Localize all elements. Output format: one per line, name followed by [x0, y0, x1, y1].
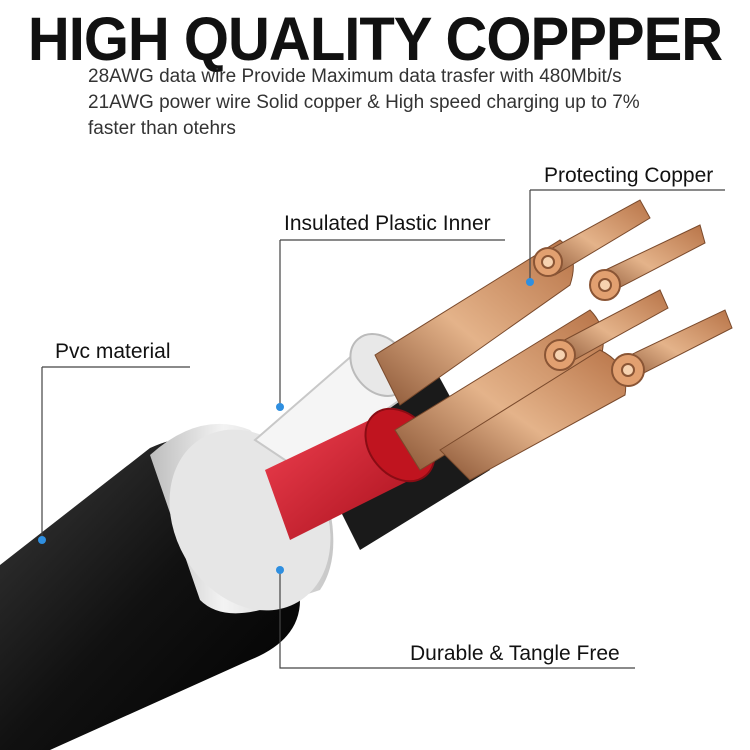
spec-description: 28AWG data wire Provide Maximum data tra…	[88, 64, 728, 142]
strand-ends	[533, 247, 645, 387]
label-insulated-inner: Insulated Plastic Inner	[284, 212, 491, 235]
spec-line-data-wire: 28AWG data wire Provide Maximum data tra…	[88, 66, 622, 87]
label-pvc-material: Pvc material	[55, 340, 171, 363]
copper-strands	[374, 199, 733, 481]
page-title: HIGH QUALITY COPPPER	[27, 5, 723, 74]
spec-line-power-wire: 21AWG power wire Solid copper & High spe…	[88, 92, 640, 113]
label-protecting-copper: Protecting Copper	[544, 164, 714, 187]
callout-lines	[41, 189, 725, 669]
callout-dots	[38, 278, 534, 574]
label-durable: Durable & Tangle Free	[410, 642, 620, 665]
spec-line-continued: faster than otehrs	[88, 118, 236, 139]
